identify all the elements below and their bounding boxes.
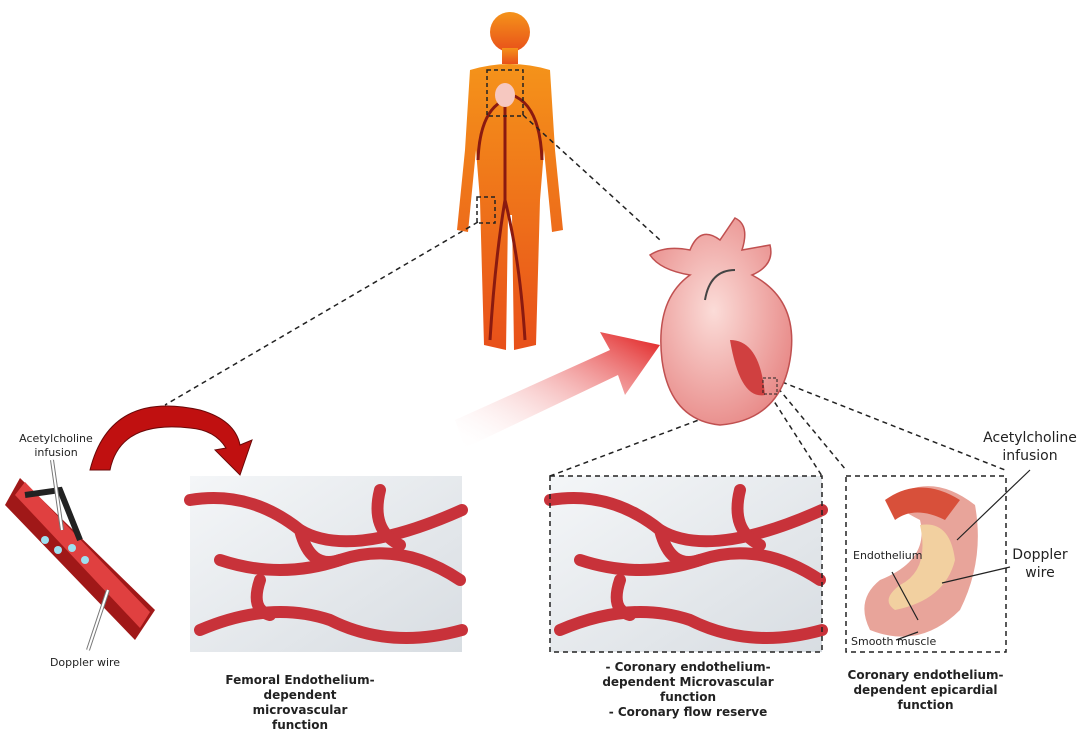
coronary-capillary-image (544, 475, 828, 653)
curved-arrow (89, 405, 253, 476)
large-arrow (455, 332, 660, 448)
smooth-muscle-label: Smooth muscle (851, 635, 937, 648)
acetylcholine-label-left: Acetylcholine infusion (19, 432, 93, 459)
endothelium-label: Endothelium (853, 549, 923, 562)
coronary-micro-caption: - Coronary endothelium-dependent Microva… (598, 660, 778, 720)
coronary-micro-caption-line1: - Coronary endothelium-dependent Microva… (602, 660, 774, 704)
human-body-silhouette (457, 12, 563, 350)
coronary-micro-caption-line2: - Coronary flow reserve (608, 705, 768, 719)
femoral-capillary-image (184, 476, 468, 652)
epicardial-artery-image (845, 469, 1031, 653)
femoral-artery-illustration (5, 459, 155, 651)
heart-illustration (648, 217, 793, 426)
acetylcholine-label-right: Acetylcholine infusion (983, 430, 1077, 464)
doppler-label-left: Doppler wire (49, 656, 121, 669)
femoral-caption: Femoral Endothelium-dependent microvascu… (225, 673, 375, 732)
connector-lines (164, 114, 1006, 477)
epicardial-caption: Coronary endothelium-dependent epicardia… (847, 668, 1004, 712)
doppler-label-right: Doppler wire (1012, 547, 1068, 581)
